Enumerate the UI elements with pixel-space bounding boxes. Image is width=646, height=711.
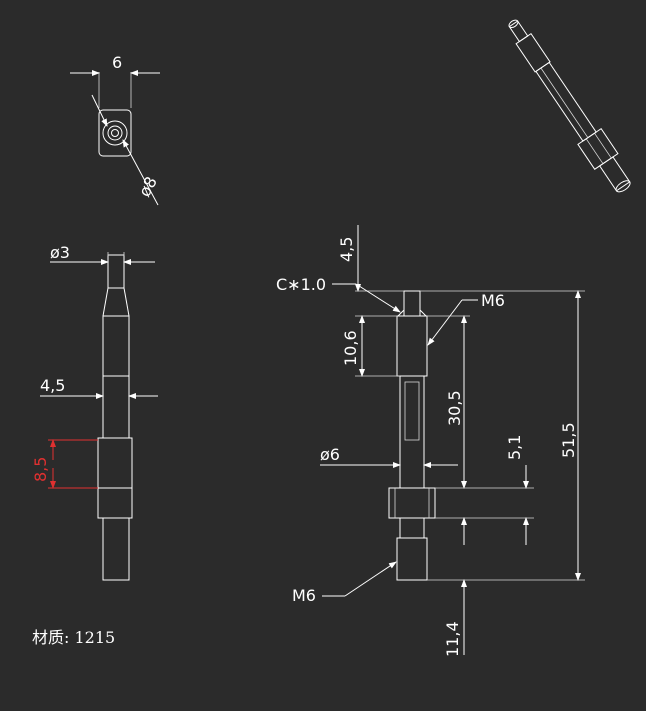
dim-main-30-5: 30,5: [445, 390, 464, 426]
thread-label-bottom: M6: [292, 586, 316, 605]
material-note: 材质: 1215: [32, 628, 116, 647]
dim-top-width: 6: [112, 53, 122, 72]
dim-side-4-5: 4,5: [40, 376, 65, 395]
dim-main-10-6: 10,6: [341, 330, 360, 366]
thread-label-top: M6: [481, 291, 505, 310]
side-view: [40, 252, 158, 581]
dim-pin-diameter: ø3: [50, 243, 70, 262]
front-view: [320, 225, 585, 655]
dim-main-11-4: 11,4: [443, 621, 462, 657]
chamfer-label: C∗1.0: [276, 275, 326, 294]
top-view: [70, 70, 160, 206]
dim-main-diameter-6: ø6: [320, 445, 340, 464]
dim-main-5-1: 5,1: [505, 435, 524, 460]
dim-main-51-5: 51,5: [559, 422, 578, 458]
dim-top-diameter: ø8: [135, 173, 161, 200]
dim-side-8-5: 8,5: [31, 457, 50, 482]
isometric-view: [508, 19, 631, 193]
dim-main-4-5: 4,5: [337, 237, 356, 262]
